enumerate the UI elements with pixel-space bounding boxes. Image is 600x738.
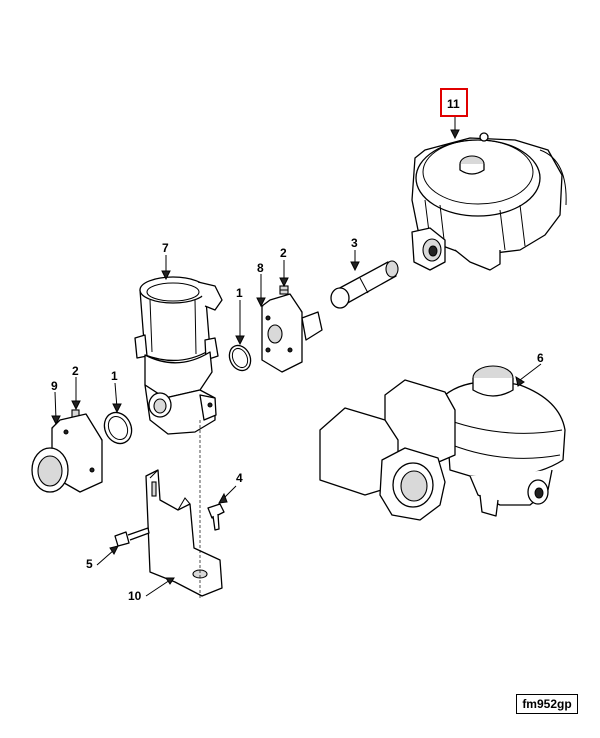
callout-2-upper[interactable]: 2 [280, 246, 287, 260]
part-11-regulator [411, 132, 567, 271]
callout-11[interactable]: 11 [447, 97, 460, 111]
callout-10[interactable]: 10 [128, 589, 142, 603]
callout-9[interactable]: 9 [51, 379, 58, 393]
callout-1-right[interactable]: 1 [236, 286, 243, 300]
callout-3[interactable]: 3 [351, 236, 358, 250]
part-5-screw [114, 527, 150, 547]
part-3-tube [330, 260, 399, 309]
callout-6[interactable]: 6 [537, 351, 544, 365]
callout-arrowheads [51, 129, 525, 585]
callout-1-left[interactable]: 1 [111, 369, 118, 383]
part-4-bolt [207, 503, 225, 531]
part-8-flange [261, 293, 323, 373]
part-9-inlet-fitting [31, 413, 103, 493]
callout-5[interactable]: 5 [86, 557, 93, 571]
callout-8[interactable]: 8 [257, 261, 264, 275]
callout-7[interactable]: 7 [162, 241, 169, 255]
callout-2-lower[interactable]: 2 [72, 364, 79, 378]
callout-4[interactable]: 4 [236, 471, 243, 485]
selected-callout-highlight [440, 88, 468, 117]
part-10-bracket [145, 420, 223, 600]
part-2-plug-upper [279, 285, 289, 295]
part-1-oring-right [228, 344, 252, 372]
part-1-oring-left [103, 411, 133, 445]
part-7-solenoid-valve [134, 276, 223, 435]
figure-reference-label: fm952gp [516, 694, 578, 714]
callout-leaders [54, 116, 542, 597]
part-6-vaporizer [319, 365, 566, 521]
